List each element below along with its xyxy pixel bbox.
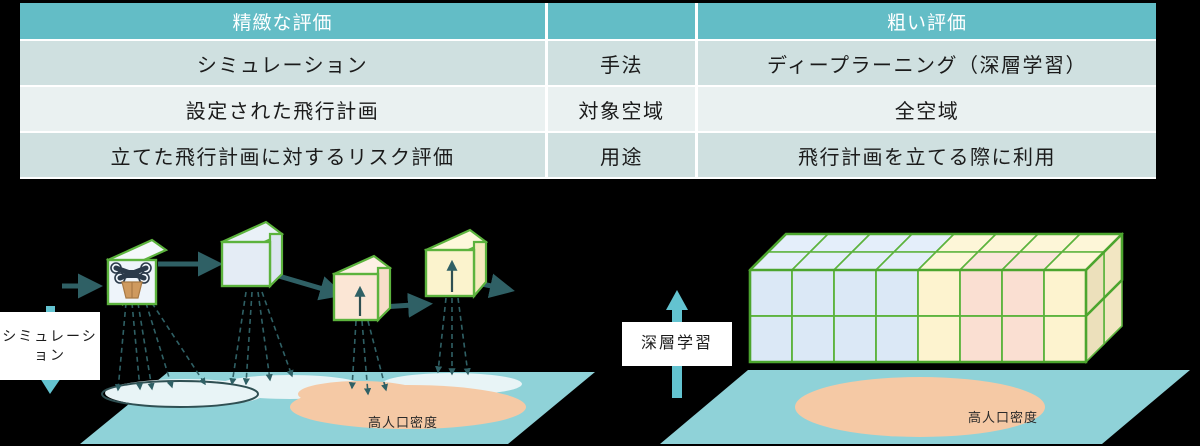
left-drop-arrows <box>114 291 471 396</box>
right-population-blob <box>795 377 1045 437</box>
table-row: 立てた飛行計画に対するリスク評価 用途 飛行計画を立てる際に利用 <box>20 133 1156 179</box>
left-target-ellipse <box>101 380 259 408</box>
deep-learning-label: 深層学習 <box>622 322 732 366</box>
header-blank <box>548 3 698 41</box>
cell-usage-left: 立てた飛行計画に対するリスク評価 <box>20 133 548 179</box>
cell-airspace-right: 全空域 <box>698 87 1156 133</box>
diagram-svg <box>40 220 1190 444</box>
table-row: シミュレーション 手法 ディープラーニング（深層学習） <box>20 41 1156 87</box>
cube-yellow-front <box>424 248 476 298</box>
right-arrow-shaft-lower <box>672 364 682 398</box>
path-arrow-2 <box>271 271 345 301</box>
left-ground-plane <box>80 372 595 444</box>
cell-method-right: ディープラーニング（深層学習） <box>698 41 1156 87</box>
cube-blue <box>219 220 285 289</box>
right-ground-label: 高人口密度 <box>968 410 1039 425</box>
header-coarse-evaluation: 粗い評価 <box>698 3 1156 41</box>
simulation-label: シミュレーション <box>0 312 100 380</box>
voxel-grid <box>748 232 1124 364</box>
voxel-front-faces <box>749 269 1087 363</box>
cube-peach-front <box>332 272 380 322</box>
left-population-blob-2 <box>298 381 422 407</box>
voxel-outline <box>748 232 1124 364</box>
cell-usage-label: 用途 <box>548 133 698 179</box>
cube-peach <box>331 254 393 323</box>
cell-method-label: 手法 <box>548 41 698 87</box>
cube-blue-front <box>220 240 272 288</box>
left-ground-label: 高人口密度 <box>368 415 439 430</box>
table-header-row: 精緻な評価 粗い評価 <box>20 3 1156 41</box>
right-arrow-shaft-upper <box>672 306 682 328</box>
cube-drone <box>105 238 169 307</box>
path-arrow-out <box>481 273 515 299</box>
diagram-area: シミュレーション 深層学習 高人口密度 高人口密度 <box>0 212 1200 446</box>
left-arrow-head <box>40 378 61 394</box>
cube-yellow <box>423 228 489 299</box>
table-row: 設定された飛行計画 対象空域 全空域 <box>20 87 1156 133</box>
right-arrow-head <box>666 290 688 310</box>
cell-method-left: シミュレーション <box>20 41 548 87</box>
cell-usage-right: 飛行計画を立てる際に利用 <box>698 133 1156 179</box>
right-ground-plane <box>660 370 1190 444</box>
voxel-top-faces <box>748 233 1124 271</box>
cube-peach-right <box>376 266 392 323</box>
right-vertical-arrow <box>666 290 688 398</box>
comparison-table: 精緻な評価 粗い評価 シミュレーション 手法 ディープラーニング（深層学習） 設… <box>20 3 1156 179</box>
cell-airspace-left: 設定された飛行計画 <box>20 87 548 133</box>
cell-airspace-label: 対象空域 <box>548 87 698 133</box>
cube-yellow-right <box>472 240 488 299</box>
drone-icon <box>110 262 152 299</box>
header-precise-evaluation: 精緻な評価 <box>20 3 548 41</box>
